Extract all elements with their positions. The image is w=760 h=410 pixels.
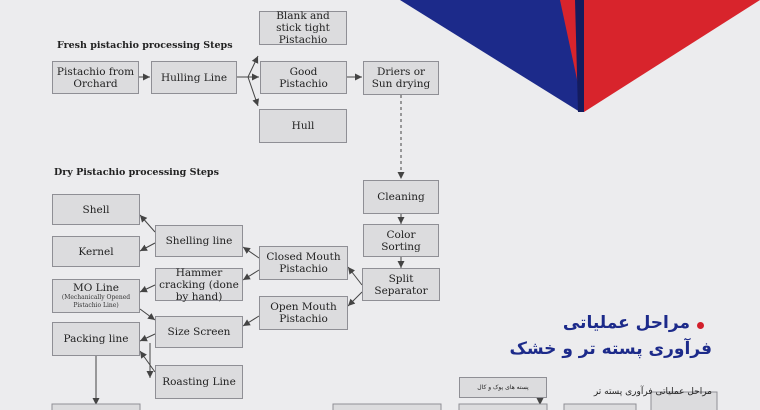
box-hammer-cracking: Hammer cracking (done by hand) [155,267,243,303]
edge-roasting-packing [139,350,156,373]
edge-split-closed [347,266,363,286]
fresh-heading: Fresh pistachio processing Steps [57,40,233,51]
edge-closed-hammer [242,269,260,281]
edge-hammer-mo [139,284,156,293]
box-shell: Shell [52,194,140,225]
box-hulling-line: Hulling Line [151,61,237,94]
box-driers-sun: Driers or Sun drying [363,61,439,95]
partial-box-2 [332,403,442,410]
decor-red-triangle [560,0,760,112]
box-shelling-line: Shelling line [155,225,243,257]
persian-title-line2: فرآوری پسته تر و خشک [509,339,712,359]
box-blank-stick-tight: Blank and stick tight Pistachio [259,10,347,46]
edge-split-open [347,291,363,307]
partial-box-4 [563,403,637,410]
persian-subheading: مراحل عملیاتی فرآوری پسته تر [593,387,712,397]
mo-line-sublabel: (Mechanically Opened Pistachio Line) [61,294,131,309]
dry-heading: Dry Pistachio processing Steps [54,167,219,178]
edge-hulling-blank [237,55,259,78]
box-split-separator: Split Separator [362,268,440,301]
box-pistachio-orchard: Pistachio from Orchard [52,61,139,94]
title-bullet [697,322,704,329]
partial-box-3 [458,403,548,410]
box-open-mouth: Open Mouth Pistachio [259,296,348,330]
box-cleaning: Cleaning [363,180,439,214]
edge-closed-shelling [242,246,260,259]
partial-box-1 [51,403,141,410]
mo-line-label: MO Line [72,282,119,294]
box-color-sorting: Color Sorting [363,224,439,257]
persian-title-line1: مراحل عملیاتی [562,313,690,333]
edge-hulling-hull [237,76,260,107]
box-size-screen: Size Screen [155,316,243,348]
box-persian-blank: پسته های پوک و کال [459,377,547,398]
box-kernel: Kernel [52,236,140,267]
box-good-pistachio: Good Pistachio [260,61,347,94]
edge-size-packing [139,333,156,342]
edge-shelling-kernel [139,242,156,252]
decor-dark-edge [575,0,584,112]
edge-open-size [242,315,260,327]
edge-mo-size [139,308,156,321]
box-mo-line: MO Line (Mechanically Opened Pistachio L… [52,279,140,313]
box-roasting-line: Roasting Line [155,365,243,399]
box-packing-line: Packing line [52,322,140,356]
partial-box-5 [650,391,718,410]
edge-shelling-shell [139,214,156,233]
box-hull: Hull [259,109,347,143]
box-closed-mouth: Closed Mouth Pistachio [259,246,348,280]
decor-blue-triangle [400,0,580,112]
